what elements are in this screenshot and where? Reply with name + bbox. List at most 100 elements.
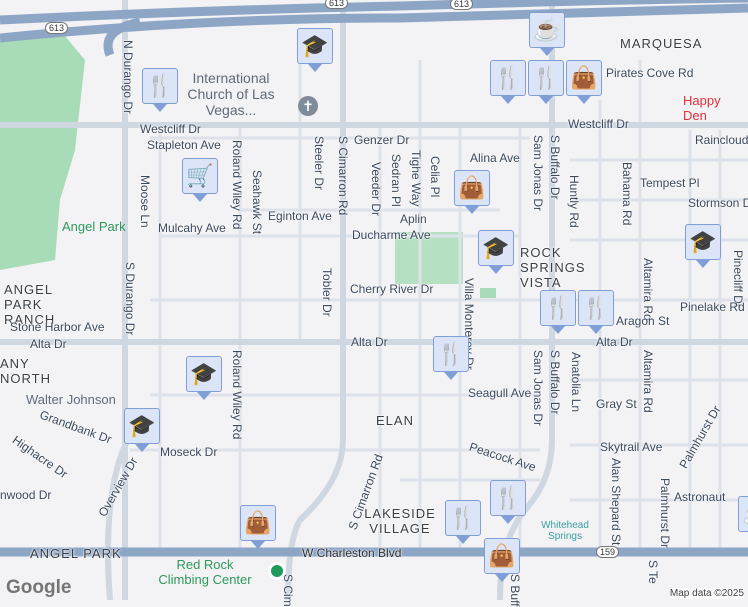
street-label: N Durango Dr: [121, 40, 135, 115]
area-label: ANGEL PARK: [30, 546, 122, 561]
street-label: Roland Wiley Rd: [230, 350, 244, 440]
poi-climbing-label[interactable]: Red Rock Climbing Center: [158, 557, 252, 587]
route-shield: 613: [450, 0, 474, 10]
shopping-bag-icon[interactable]: 👜: [484, 538, 520, 582]
street-label: Westcliff Dr: [140, 122, 201, 136]
street-label: Genzer Dr: [354, 133, 410, 147]
poi-happy-label[interactable]: Happy Den: [683, 93, 721, 123]
graduation-cap-icon[interactable]: 🎓: [297, 28, 333, 72]
area-label: ANY NORTH: [0, 356, 51, 386]
street-label: W Charleston Blvd: [302, 546, 402, 560]
graduation-cap-icon[interactable]: 🎓: [124, 408, 160, 452]
graduation-cap-icon[interactable]: 🎓: [186, 356, 222, 400]
coffee-icon[interactable]: ☕: [738, 496, 748, 532]
restaurant-icon[interactable]: 🍴: [142, 68, 178, 112]
poi-park-label[interactable]: Angel Park: [62, 219, 126, 234]
street-label: Tempest Pl: [640, 176, 700, 190]
street-label: Altamira Rd: [641, 258, 655, 321]
street-label: Stormson Dr: [688, 196, 748, 210]
graduation-cap-icon[interactable]: 🎓: [478, 230, 514, 274]
street-label: Moseck Dr: [160, 445, 218, 459]
street-label: Sam Jonas Dr: [531, 350, 545, 427]
area-label: ELAN: [376, 413, 414, 428]
street-label: S Buffalo Dr: [548, 350, 562, 415]
street-label: Alta Dr: [30, 337, 67, 351]
graduation-cap-icon[interactable]: 🎓: [685, 224, 721, 268]
google-logo[interactable]: Google: [6, 577, 72, 598]
street-label: Seagull Ave: [468, 386, 532, 400]
street-label: Skytrail Ave: [600, 440, 663, 454]
street-label: Mulcahy Ave: [158, 221, 226, 235]
street-label: Altamira Rd: [641, 350, 655, 413]
church-cross-icon[interactable]: ✝: [298, 96, 318, 116]
street-label: S Buffalo Dr: [548, 135, 562, 200]
restaurant-icon[interactable]: 🍴: [490, 480, 526, 524]
street-label: Roland Wiley Rd: [230, 140, 244, 230]
poi-springs-label: Whitehead Springs: [541, 520, 589, 542]
route-shield: 159: [596, 546, 620, 558]
street-label: Veeder Dr: [369, 162, 383, 217]
street-label: Stone Harbor Ave: [10, 320, 105, 334]
street-label: Gray St: [596, 397, 637, 411]
map-attribution[interactable]: Map data ©2025: [669, 588, 744, 599]
shopping-bag-icon[interactable]: 👜: [240, 505, 276, 549]
poi-school-label[interactable]: Walter Johnson: [26, 392, 116, 407]
street-label: Sam Jonas Dr: [531, 135, 545, 212]
restaurant-icon[interactable]: 🍴: [445, 500, 481, 544]
area-label: ANGEL PARK RANCH: [4, 282, 56, 327]
street-label: Steeler Dr: [312, 136, 326, 191]
street-label: S Buff: [508, 574, 522, 607]
climbing-place-icon[interactable]: [268, 562, 286, 580]
street-label: Aplin: [400, 212, 427, 226]
street-label: Alta Dr: [596, 335, 633, 349]
street-label: Pinelake Rd: [680, 300, 745, 314]
street-label: Stapleton Ave: [147, 138, 221, 152]
shopping-bag-icon[interactable]: 👜: [454, 170, 490, 214]
route-shield: 613: [45, 22, 69, 34]
poi-church-label[interactable]: International Church of Las Vegas...: [187, 70, 275, 118]
street-label: Tighe Way: [409, 150, 423, 207]
shopping-cart-icon[interactable]: 🛒: [182, 158, 218, 202]
area-label: ROCK SPRINGS VISTA: [520, 245, 586, 290]
street-label: S Te: [646, 560, 660, 584]
street-label: Huntly Rd: [567, 175, 581, 228]
street-label: Palmhurst Dr: [658, 478, 672, 549]
freeway: [0, 0, 748, 557]
street-label: Aragon St: [616, 314, 670, 328]
street-label: Alan Shepard St: [609, 458, 623, 546]
street-label: Moose Ln: [138, 175, 152, 228]
restaurant-icon[interactable]: 🍴: [540, 290, 576, 334]
restaurant-icon[interactable]: 🍴: [490, 60, 526, 104]
street-label: Eginton Ave: [268, 209, 332, 223]
street-label: nwood Dr: [0, 488, 52, 502]
street-label: Alina Ave: [470, 151, 520, 165]
street-label: Anatolia Ln: [569, 352, 583, 413]
street-label: S Cimarron Rd: [336, 136, 350, 216]
street-label: Bahama Rd: [620, 162, 634, 226]
shopping-bag-icon[interactable]: 👜: [566, 60, 602, 104]
street-label: Pirates Cove Rd: [606, 66, 694, 80]
street-label: S Durango Dr: [123, 262, 137, 336]
street-label: Westcliff Dr: [568, 117, 629, 131]
street-label: Seahawk St: [250, 170, 264, 235]
street-label: Cherry River Dr: [350, 282, 434, 296]
restaurant-icon[interactable]: 🍴: [433, 336, 469, 380]
street-label: Sedran Pl: [389, 154, 403, 207]
restaurant-icon[interactable]: 🍴: [528, 60, 564, 104]
street-label: Alta Dr: [351, 335, 388, 349]
coffee-icon[interactable]: ☕: [529, 12, 565, 56]
route-shield: 613: [325, 0, 349, 9]
street-label: Tobler Dr: [320, 268, 334, 317]
restaurant-icon[interactable]: 🍴: [578, 290, 614, 334]
minor-roads: [130, 60, 748, 552]
area-label: LAKESIDE VILLAGE: [364, 506, 436, 536]
park-area: [0, 30, 85, 270]
park-area: [395, 232, 463, 284]
street-label: Celia Pl: [428, 156, 442, 198]
park-area: [480, 288, 496, 298]
street-label: Astronaut: [674, 490, 726, 504]
street-label: Raincloud Dr: [695, 133, 748, 147]
area-label: MARQUESA: [620, 36, 703, 51]
street-label: S Cim: [281, 574, 295, 607]
